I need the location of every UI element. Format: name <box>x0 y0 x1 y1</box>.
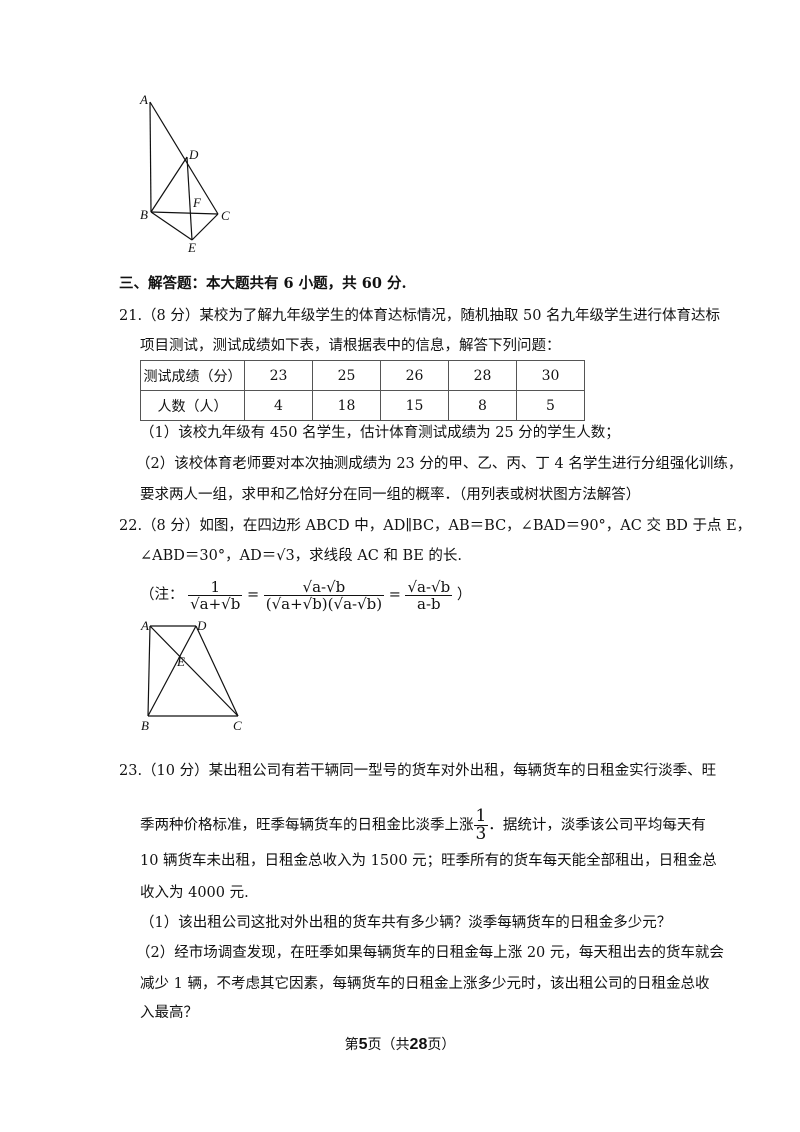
frac-num: 1 <box>188 579 243 596</box>
frac-den: (√a+√b)(√a-√b) <box>265 594 383 613</box>
table-cell: 28 <box>448 360 517 391</box>
q23-line3: 10 辆货车未出租，日租金总收入为 1500 元；旺季所有的货车每天能全部租出，… <box>140 853 717 869</box>
frac-num: √a-√b <box>405 577 453 596</box>
q23-line1: 23.（10 分）某出租公司有若干辆同一型号的货车对外出租，每辆货车的日租金实行… <box>119 763 717 779</box>
q23-part2c: 入最高？ <box>140 1005 198 1021</box>
page-total: 28 <box>409 1036 428 1053</box>
q23-part2a: （2）经市场调查发现，在旺季如果每辆货车的日租金每上涨 20 元，每天租出去的货… <box>136 945 724 961</box>
label-d: D <box>188 147 199 162</box>
table-cell: 18 <box>312 390 381 421</box>
note-fraction-2: √a-√b(√a+√b)(√a-√b) <box>263 579 385 613</box>
label-a: A <box>140 618 149 633</box>
table-header-cell: 测试成绩（分） <box>140 360 245 391</box>
table-row: 人数（人） 4 18 15 8 5 <box>140 390 585 421</box>
table-cell: 25 <box>312 360 381 391</box>
q21-part2b: 要求两人一组，求甲和乙恰好分在同一组的概率．（用列表或树状图方法解答） <box>140 487 641 503</box>
page-footer: 第5页（共28页） <box>0 1034 800 1054</box>
q23-part1: （1）该出租公司这批对外出租的货车共有多少辆？淡季每辆货车的日租金多少元？ <box>140 915 672 931</box>
q23-line4: 收入为 4000 元. <box>140 885 249 901</box>
page-number: 5 <box>358 1036 368 1053</box>
q21-part1: （1）该校九年级有 450 名学生，估计体育测试成绩为 25 分的学生人数； <box>140 425 620 441</box>
table-row: 测试成绩（分） 23 25 26 28 30 <box>140 360 585 391</box>
table-cell: 8 <box>448 390 517 421</box>
score-table: 测试成绩（分） 23 25 26 28 30 人数（人） 4 18 15 8 5 <box>140 360 585 421</box>
frac-num: 1 <box>473 806 489 826</box>
note-equals: = <box>246 587 260 603</box>
label-f: F <box>192 195 202 210</box>
label-c: C <box>233 718 242 733</box>
table-cell: 30 <box>516 360 585 391</box>
table-cell: 5 <box>516 390 585 421</box>
table-header-cell: 人数（人） <box>140 390 245 421</box>
frac-den: √a+√b <box>190 594 241 613</box>
label-c: C <box>221 208 230 223</box>
q22-line2: ∠ABD＝30°，AD＝√3，求线段 AC 和 BE 的长. <box>140 548 463 564</box>
label-b: B <box>141 718 149 733</box>
frac-den: 3 <box>475 824 487 844</box>
label-e: E <box>176 654 185 669</box>
q22-line1: 22.（8 分）如图，在四边形 ABCD 中，AD∥BC，AB＝BC，∠BAD＝… <box>119 518 752 534</box>
table-cell: 15 <box>380 390 449 421</box>
q21-line2: 项目测试，测试成绩如下表，请根据表中的信息，解答下列问题： <box>140 338 561 354</box>
label-a: A <box>139 92 148 107</box>
label-d: D <box>196 618 207 633</box>
note-suffix: ） <box>456 587 472 603</box>
footer-mid: 页（共 <box>367 1037 410 1053</box>
label-b: B <box>140 207 148 222</box>
note-equals: = <box>388 587 401 603</box>
table-cell: 4 <box>244 390 313 421</box>
frac-num: √a-√b <box>263 579 385 596</box>
frac-den: a-b <box>417 594 441 613</box>
footer-post: 页） <box>427 1037 456 1053</box>
table-cell: 26 <box>380 360 449 391</box>
q23-part2b: 减少 1 辆，不考虑其它因素，每辆货车的日租金上涨多少元时，该出租公司的日租金总… <box>140 976 710 992</box>
q22-note: （注： 1√a+√b = √a-√b(√a+√b)(√a-√b) = √a-√b… <box>140 574 471 616</box>
section-title: 三、解答题：本大题共有 6 小题，共 60 分. <box>119 275 407 292</box>
q21-part2a: （2）该校体育老师要对本次抽测成绩为 23 分的甲、乙、丙、丁 4 名学生进行分… <box>136 456 743 472</box>
figure-triangle-abcde: A D F B C E <box>139 92 230 255</box>
table-cell: 23 <box>244 360 313 391</box>
label-e: E <box>187 240 196 255</box>
q21-line1: 21.（8 分）某校为了解九年级学生的体育达标情况，随机抽取 50 名九年级学生… <box>119 308 721 324</box>
q23-line2a: 季两种价格标准，旺季每辆货车的日租金比淡季上涨 <box>140 817 474 834</box>
note-prefix: （注： <box>140 587 184 603</box>
q23-line2b: ．据统计，淡季该公司平均每天有 <box>488 817 706 834</box>
footer-pre: 第 <box>344 1037 359 1053</box>
figure-quadrilateral-abcd: A D E B C <box>140 618 242 733</box>
note-fraction-1: 1√a+√b <box>188 579 243 613</box>
